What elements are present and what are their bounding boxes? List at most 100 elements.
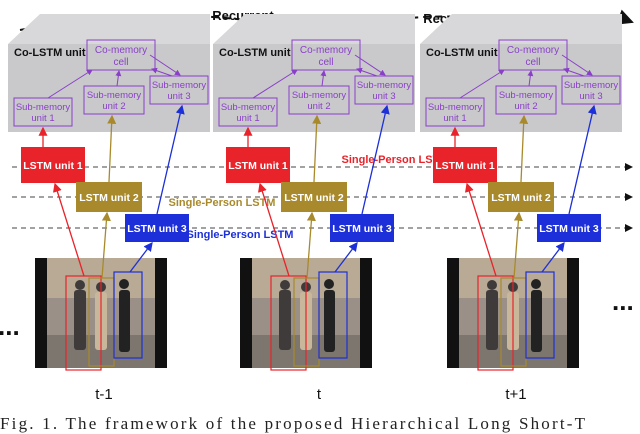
single-person-lstm-label-1: Single-Person LSTM [342,154,449,166]
lstm-3-to-sub-memory-arrow [361,104,390,215]
sub-memory-unit-3-label: unit 3 [167,91,190,102]
lstm-unit-1-box [226,147,290,183]
video-frame-right-border [155,258,167,368]
colstm-panel-top [213,14,415,44]
person-head [531,279,541,289]
lstm-unit-2-label: LSTM unit 2 [284,192,344,204]
sub-memory-unit-2-box [495,85,557,115]
sub-memory-unit-1-label: Sub-memory [221,102,276,113]
frame-to-lstm-3-arrow [129,241,153,273]
sub-memory-unit-2-label: unit 2 [514,101,537,112]
sub-to-co-arrow-2 [527,70,534,87]
video-frame-left-border [447,258,459,368]
colstm-panel [420,44,622,132]
lstm-unit-2-box [76,182,142,212]
person-head [324,279,334,289]
figure-caption: Fig. 1. The framework of the proposed Hi… [0,414,588,433]
video-frame-left-border [35,258,47,368]
video-frame-right-border [567,258,579,368]
co-memory-cell-label: Co-memory [507,45,559,56]
sub-to-co-arrow-3 [356,67,378,77]
frame-to-lstm-3-arrow [334,241,358,273]
lstm-unit-2-label: LSTM unit 2 [491,192,551,204]
person-figure [531,290,542,352]
co-memory-cell-box [86,39,156,71]
sub-memory-unit-1-label: Sub-memory [16,102,71,113]
frame-to-lstm-2-arrow [101,211,111,279]
lstm-2-to-sub-memory-arrow [312,114,322,183]
co-memory-cell-label: Co-memory [300,45,352,56]
video-frame-left-border [240,258,252,368]
sub-memory-unit-1-box [218,97,278,127]
sub-memory-unit-2-box [83,85,145,115]
co-memory-cell-label: cell [525,57,540,68]
co-memory-cell-box [291,39,361,71]
lstm-unit-3-label: LSTM unit 3 [332,223,392,235]
sub-memory-unit-1-label: unit 1 [236,113,259,124]
co-to-sub-arrow-3 [149,54,181,76]
frame-to-lstm-2-arrow [306,211,316,279]
sub-to-co-arrow-3 [563,67,585,77]
single-person-lstm-label-2: Single-Person LSTM [169,197,276,209]
sub-memory-unit-3-label: unit 3 [579,91,602,102]
sub-memory-unit-2-label: unit 2 [102,101,125,112]
sub-memory-unit-2-label: Sub-memory [292,90,347,101]
lstm-unit-1-box [433,147,497,183]
sub-memory-unit-1-label: unit 1 [443,113,466,124]
ellipsis-right: ... [612,286,634,316]
sub-to-co-arrow-1 [252,69,298,99]
person-head [75,280,85,290]
colstm-label: Co-LSTM unit [14,47,86,59]
frame-to-lstm-2-arrow [513,211,523,279]
sub-memory-unit-2-box [288,85,350,115]
sub-memory-unit-3-box [354,75,414,105]
sub-to-co-arrow-3 [151,67,173,77]
lstm-unit-3-box [537,214,601,242]
person-head [280,280,290,290]
lstm-unit-1-label: LSTM unit 1 [228,160,288,172]
co-memory-cell-box [498,39,568,71]
sub-memory-unit-3-label: Sub-memory [152,80,207,91]
person-head [487,280,497,290]
time-label: t [317,386,322,403]
person-3-bounding-box [525,271,555,359]
lstm-unit-3-label: LSTM unit 3 [539,223,599,235]
lstm-3-to-sub-memory-arrow [156,104,185,215]
person-3-bounding-box [113,271,143,359]
lstm-unit-1-box [21,147,85,183]
frame-to-lstm-3-arrow [541,241,565,273]
lstm-unit-1-label: LSTM unit 1 [23,160,83,172]
colstm-panel [213,44,415,132]
co-memory-cell-label: cell [113,57,128,68]
co-memory-cell-label: cell [318,57,333,68]
sub-memory-unit-2-label: unit 2 [307,101,330,112]
lstm-unit-2-box [488,182,554,212]
sub-memory-unit-1-box [13,97,73,127]
single-person-lstm-label-3: Single-Person LSTM [187,229,294,241]
sub-memory-unit-3-label: Sub-memory [357,80,412,91]
sub-memory-unit-1-box [425,97,485,127]
frame-to-lstm-1-arrow [258,182,290,277]
co-to-sub-arrow-3 [561,54,593,76]
video-frame-right-border [360,258,372,368]
sub-to-co-arrow-1 [47,69,93,99]
person-figure [279,290,291,350]
sub-memory-unit-2-label: Sub-memory [499,90,554,101]
colstm-panel-top [420,14,622,44]
sub-memory-unit-3-label: unit 3 [372,91,395,102]
lstm-3-to-sub-memory-arrow [568,104,597,215]
sub-memory-unit-3-box [149,75,209,105]
sub-memory-unit-1-label: unit 1 [31,113,54,124]
sub-to-co-arrow-2 [115,70,122,87]
sub-to-co-arrow-1 [459,69,505,99]
lstm-unit-3-label: LSTM unit 3 [127,223,187,235]
frame-to-lstm-1-arrow [53,182,85,277]
lstm-unit-2-label: LSTM unit 2 [79,192,139,204]
sub-to-co-arrow-2 [320,70,327,87]
time-label: t+1 [505,386,526,403]
sub-memory-unit-1-label: Sub-memory [428,102,483,113]
person-head [119,279,129,289]
sub-memory-unit-2-label: Sub-memory [87,90,142,101]
